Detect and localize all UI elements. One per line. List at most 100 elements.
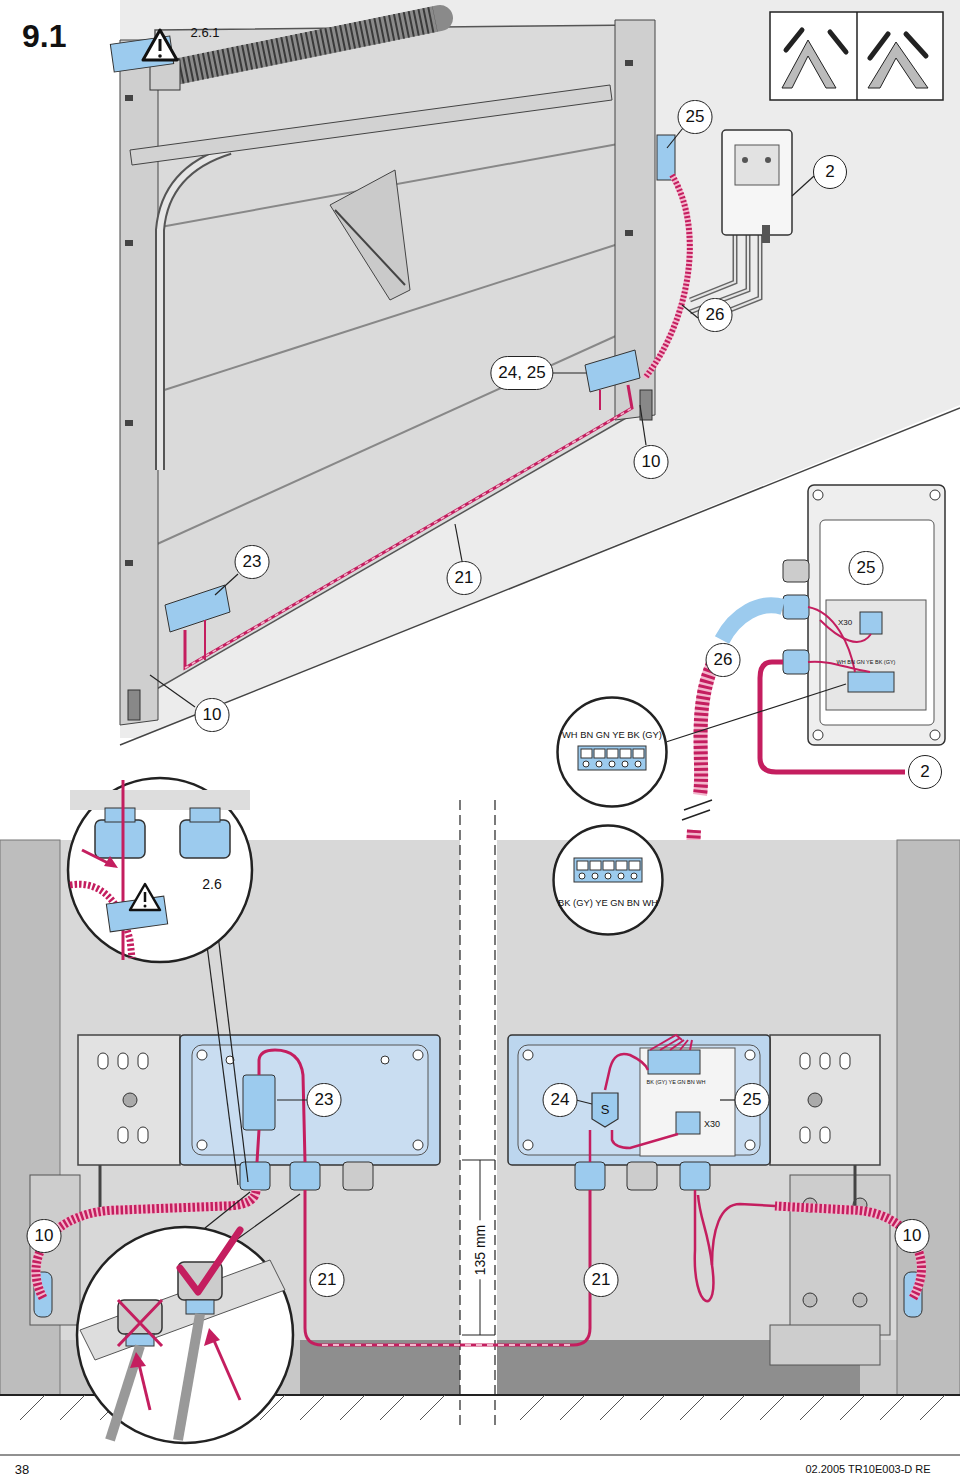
junction-box — [197, 1050, 207, 1060]
zoom-detail — [592, 873, 598, 879]
junction-box-detail — [930, 490, 940, 500]
cable — [645, 175, 690, 378]
torsion-spring — [175, 18, 440, 72]
callout-number: 23 — [235, 545, 270, 579]
door-leaf — [155, 325, 640, 545]
cable — [322, 1344, 573, 1346]
zoom-detail — [118, 1300, 162, 1346]
node-text: WH BN GN YE BK (GY) — [556, 730, 668, 740]
door-frame — [130, 85, 612, 165]
inset-icon-box — [770, 12, 943, 100]
zoom-detail — [603, 861, 614, 870]
wall-switch — [722, 130, 792, 235]
node-text: BK (GY) YE GN BN WH — [552, 898, 664, 908]
zoom-detail — [620, 749, 631, 758]
zoom-detail — [130, 884, 160, 910]
leader-line — [205, 1192, 250, 1228]
mounting-plate — [820, 1127, 830, 1143]
junction-box — [627, 1162, 657, 1190]
zoom-detail — [68, 778, 252, 962]
mounting-plate — [138, 1053, 148, 1069]
junction-box — [381, 1056, 389, 1064]
door-frame — [125, 95, 133, 101]
door-frame — [128, 690, 140, 720]
leader-line — [667, 128, 683, 148]
leader-line — [150, 128, 814, 707]
wiring-box-top — [165, 585, 230, 632]
zoom-detail — [607, 749, 618, 758]
callout-number: 24 — [543, 1083, 578, 1117]
zoom-detail — [178, 1314, 200, 1440]
junction-box — [180, 1035, 770, 1190]
callout-number: 2 — [908, 755, 942, 789]
mounting-plate — [118, 1127, 128, 1143]
junction-box — [290, 1162, 320, 1190]
callout-number: 26 — [706, 643, 741, 677]
callout-number: 10 — [195, 698, 230, 732]
node-outline — [558, 698, 667, 807]
warning-symbol — [159, 39, 162, 51]
cable — [775, 1206, 921, 1298]
wire-colour-codes: WH BN GN YE BK (GY) — [837, 660, 896, 666]
junction-box — [745, 1050, 755, 1060]
zoom-detail — [633, 749, 644, 758]
leader-line — [206, 938, 238, 1185]
zoom-detail — [180, 1230, 240, 1292]
label-text: X30 — [838, 619, 852, 627]
leader-line — [553, 372, 586, 373]
label-text: X30 — [704, 1120, 720, 1129]
zoom-detail — [622, 761, 628, 767]
hinge-bracket — [853, 1293, 867, 1307]
zoom-detail — [605, 873, 611, 879]
junction-box-detail — [783, 560, 809, 582]
callout-number: 25 — [735, 1083, 770, 1117]
hinge-bracket — [803, 1293, 817, 1307]
cable — [645, 175, 690, 378]
cable — [760, 662, 905, 772]
zoom-detail — [556, 696, 668, 808]
mounting-plate — [820, 1053, 830, 1069]
junction-box-detail — [860, 612, 882, 634]
inset-icon-box — [856, 12, 858, 100]
warning-symbol — [158, 54, 162, 58]
wall — [120, 0, 960, 738]
callout-number: 26 — [698, 298, 733, 332]
door-frame — [625, 230, 633, 236]
callout-number: 10 — [27, 1219, 62, 1253]
leader-line — [455, 524, 462, 561]
zoom-detail — [144, 905, 147, 908]
cable — [257, 1050, 305, 1162]
door-frame — [125, 560, 133, 566]
door-frame — [330, 170, 410, 300]
figure-number: 9.1 — [22, 18, 66, 55]
junction-box — [240, 1162, 270, 1190]
mounting-plate — [98, 1053, 108, 1069]
cable — [185, 408, 632, 668]
door-frame — [120, 20, 655, 725]
plug-connector: S — [591, 1092, 619, 1128]
callout-number: 21 — [310, 1263, 345, 1297]
cable — [820, 620, 871, 642]
junction-box — [180, 1035, 440, 1165]
zoom-detail — [631, 873, 637, 879]
zoom-detail — [104, 856, 118, 868]
zoom-detail — [204, 1328, 220, 1346]
leader-line — [720, 1099, 735, 1100]
hinge-bracket — [790, 1175, 890, 1335]
callout-number: 24, 25 — [490, 356, 553, 390]
zoom-detail — [590, 861, 601, 870]
junction-box-detail — [848, 672, 894, 692]
zoom-detail — [144, 892, 147, 902]
warning-symbol — [110, 30, 177, 72]
magnified-terminal-strip: BK (GY) YE GN BN WH — [552, 824, 664, 936]
dimension-line — [462, 1335, 495, 1336]
zoom-detail — [596, 761, 602, 767]
zoom-detail — [629, 861, 640, 870]
node-outline — [552, 824, 664, 936]
callout-number: 2 — [813, 155, 847, 189]
zoom-detail — [583, 761, 589, 767]
junction-box — [413, 1050, 423, 1060]
door-frame — [125, 420, 133, 426]
zoom-detail — [618, 873, 624, 879]
detail-background — [0, 800, 960, 1430]
